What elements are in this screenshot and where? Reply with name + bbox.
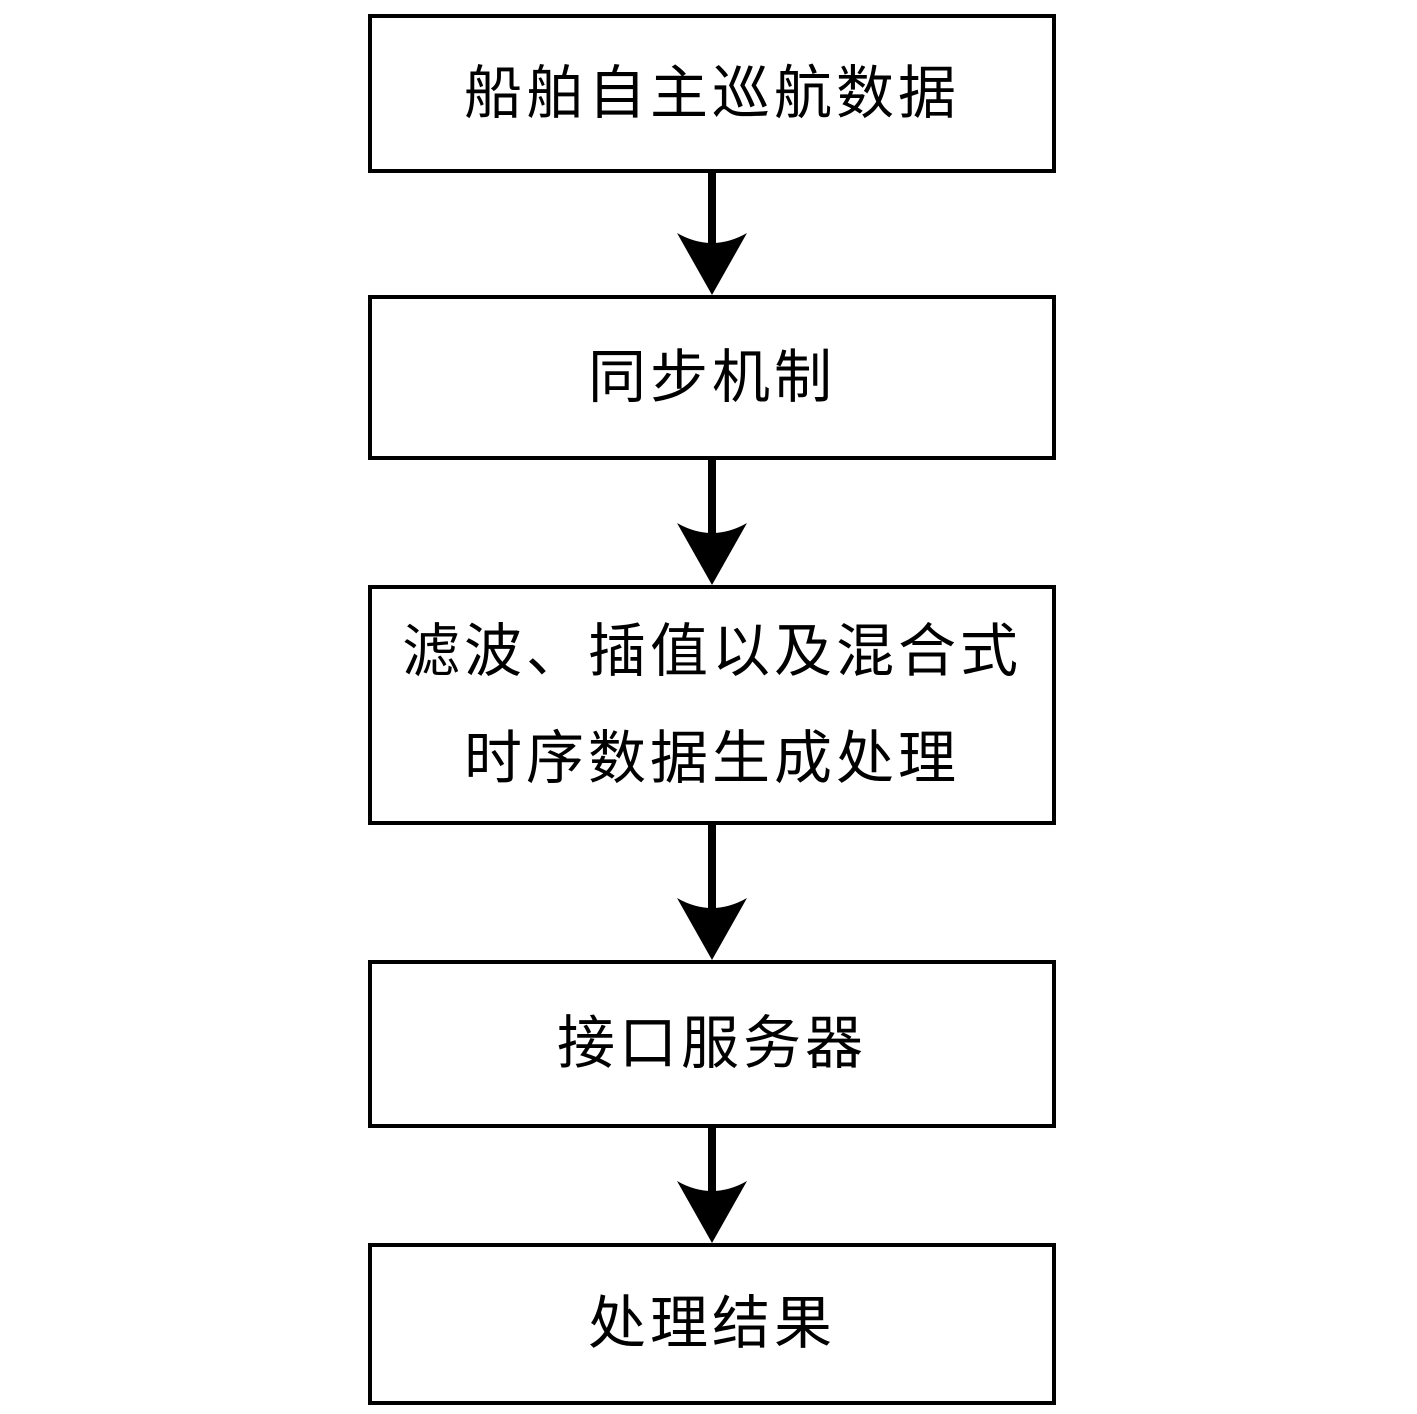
arrow-stem xyxy=(708,825,716,912)
flow-arrow-1 xyxy=(677,173,747,295)
flow-node-sync-mechanism: 同步机制 xyxy=(368,295,1056,460)
flow-arrow-2 xyxy=(677,460,747,585)
flowchart: 船舶自主巡航数据 同步机制 滤波、插值以及混合式 时序数据生成处理 xyxy=(368,14,1056,1405)
flow-node-label: 同步机制 xyxy=(587,342,836,411)
flow-node-label: 接口服务器 xyxy=(556,1009,867,1078)
flow-node-label-line-2: 时序数据生成处理 xyxy=(463,724,960,792)
flow-node-ship-cruise-data: 船舶自主巡航数据 xyxy=(368,14,1056,173)
flow-node-interface-server: 接口服务器 xyxy=(368,960,1056,1128)
arrow-down-icon xyxy=(677,523,747,585)
flow-arrow-3 xyxy=(677,825,747,960)
flow-node-label-line-1: 滤波、插值以及混合式 xyxy=(401,616,1022,685)
flow-node-processing-result: 处理结果 xyxy=(368,1243,1056,1405)
flow-node-label: 船舶自主巡航数据 xyxy=(463,58,960,127)
arrow-stem xyxy=(708,460,716,537)
arrow-down-icon xyxy=(677,1181,747,1243)
flow-node-label: 处理结果 xyxy=(587,1289,836,1358)
flow-node-filter-interp-processing: 滤波、插值以及混合式 时序数据生成处理 xyxy=(368,585,1056,825)
arrow-stem xyxy=(708,1128,716,1195)
arrow-stem xyxy=(708,173,716,247)
arrow-down-icon xyxy=(677,898,747,960)
arrow-down-icon xyxy=(677,233,747,295)
flow-arrow-4 xyxy=(677,1128,747,1243)
